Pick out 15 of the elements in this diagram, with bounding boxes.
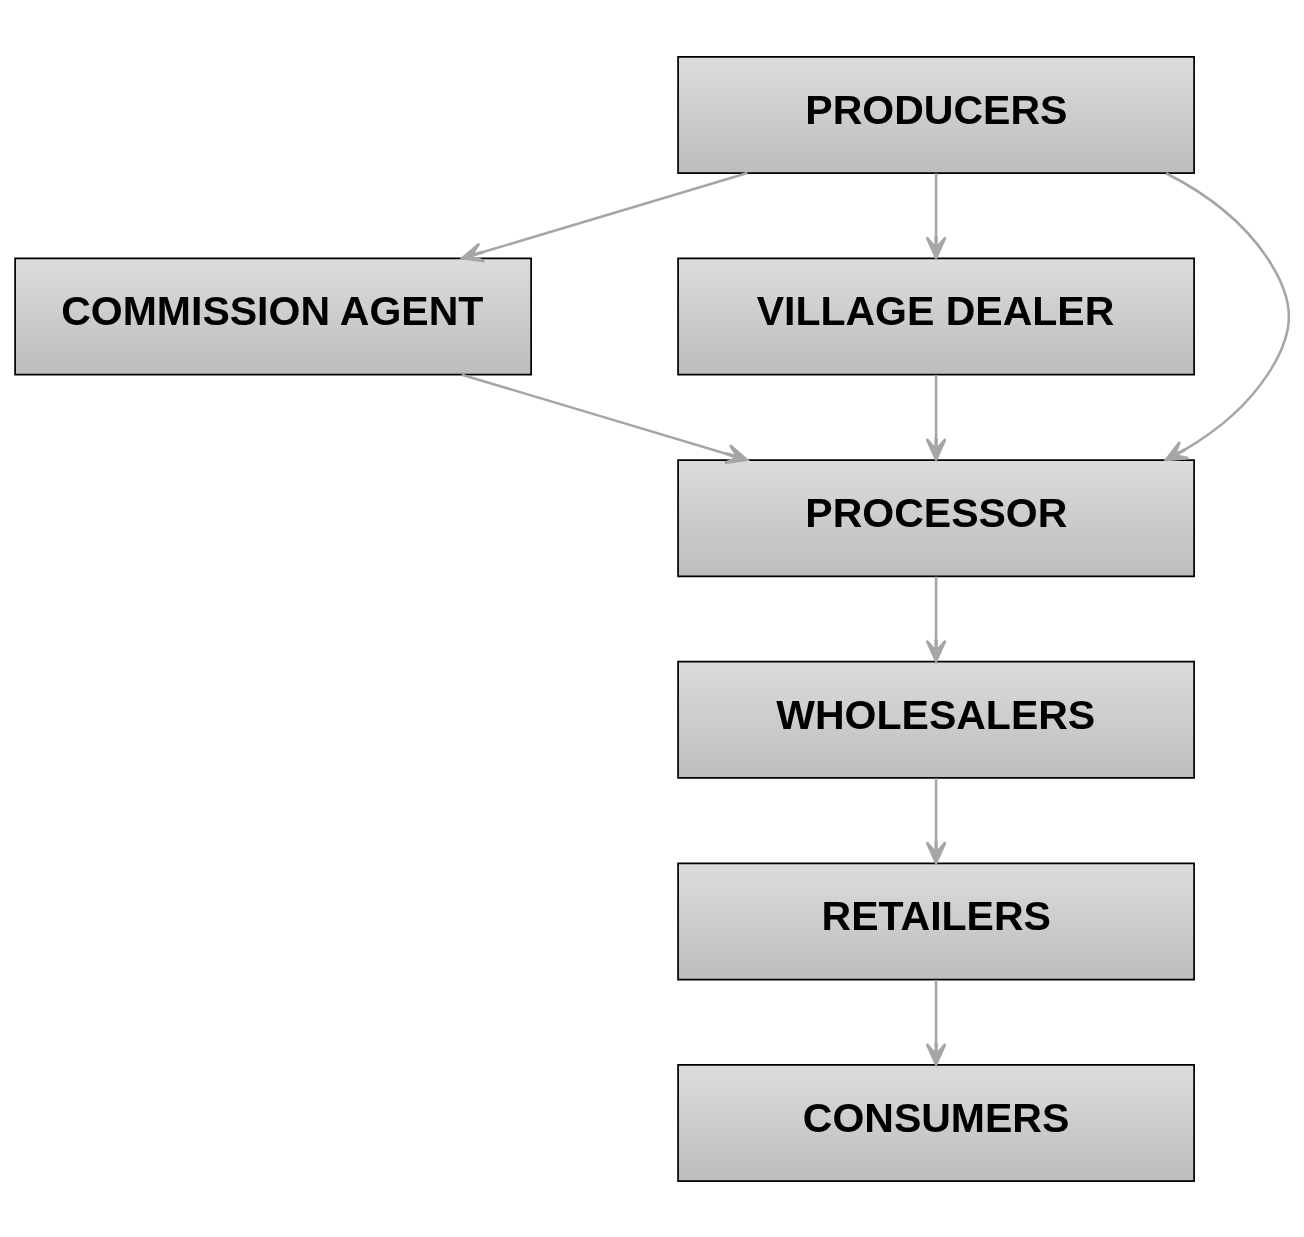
arrow (925, 172, 947, 259)
arrow (925, 979, 947, 1066)
arrow (925, 576, 947, 663)
node-box: RETAILERS (677, 862, 1195, 980)
node-box: PRODUCERS (677, 55, 1195, 174)
arrow (460, 171, 748, 263)
node-box: VILLAGE DEALER (677, 257, 1195, 375)
arrow (1164, 171, 1291, 461)
node-box: COMMISSION AGENT (14, 257, 532, 375)
node-box: CONSUMERS (677, 1063, 1195, 1182)
arrow (925, 374, 947, 461)
arrow (461, 372, 749, 464)
node-box: WHOLESALERS (677, 660, 1195, 779)
node-box: PROCESSOR (677, 458, 1195, 577)
arrow (925, 777, 947, 864)
